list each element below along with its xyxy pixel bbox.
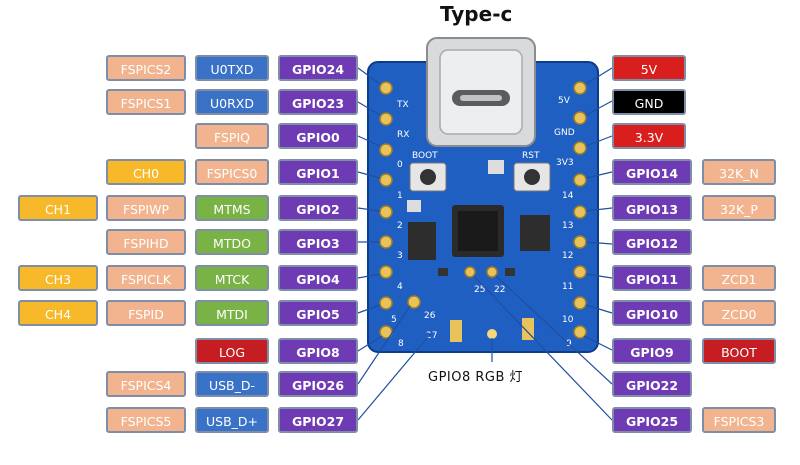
left-func2-label: MTDO — [195, 229, 269, 255]
left-func3-label: FSPID — [106, 300, 186, 326]
left-func3-label: FSPICS4 — [106, 371, 186, 397]
left-func3-label: FSPICS5 — [106, 407, 186, 433]
right-func-label: BOOT — [702, 338, 776, 364]
silk-1: 1 — [397, 191, 403, 201]
right-gpio-label: GPIO9 — [612, 338, 692, 364]
silk-4: 4 — [397, 282, 403, 292]
right-gpio-label: GPIO13 — [612, 195, 692, 221]
silk-3: 3 — [397, 251, 403, 261]
silk-26: 26 — [424, 311, 436, 321]
right-gpio-label: GPIO25 — [612, 407, 692, 433]
left-func2-label: U0RXD — [195, 89, 269, 115]
left-gpio-label: GPIO3 — [278, 229, 358, 255]
rgb-led-note: GPIO8 RGB 灯 — [428, 370, 524, 385]
silk-rst: RST — [522, 151, 540, 161]
silk-12: 12 — [562, 251, 573, 261]
silk-25: 25 — [474, 285, 485, 295]
left-adc-label: CH3 — [18, 265, 98, 291]
left-func2-label: U0TXD — [195, 55, 269, 81]
left-adc-label: CH0 — [106, 159, 186, 185]
right-func-label: FSPICS3 — [702, 407, 776, 433]
left-func3-label: FSPICS1 — [106, 89, 186, 115]
right-power-label: 5V — [612, 55, 686, 81]
left-func3-label: FSPIWP — [106, 195, 186, 221]
left-gpio-label: GPIO23 — [278, 89, 358, 115]
left-adc-label: CH1 — [18, 195, 98, 221]
right-power-label: 3.3V — [612, 123, 686, 149]
silk-5v: 5V — [558, 96, 571, 106]
left-func2-label: LOG — [195, 338, 269, 364]
right-func-label: 32K_N — [702, 159, 776, 185]
left-func2-label: MTCK — [195, 265, 269, 291]
left-gpio-label: GPIO4 — [278, 265, 358, 291]
type-c-title: Type-c — [440, 2, 513, 26]
silk-tx: TX — [396, 100, 409, 110]
silk-11: 11 — [562, 282, 573, 292]
left-gpio-label: GPIO2 — [278, 195, 358, 221]
left-gpio-label: GPIO8 — [278, 338, 358, 364]
left-adc-label: CH4 — [18, 300, 98, 326]
right-func-label: ZCD1 — [702, 265, 776, 291]
right-gpio-label: GPIO11 — [612, 265, 692, 291]
left-gpio-label: GPIO26 — [278, 371, 358, 397]
silk-rx: RX — [397, 130, 409, 140]
left-gpio-label: GPIO24 — [278, 55, 358, 81]
right-func-label: 32K_P — [702, 195, 776, 221]
left-func2-label: FSPICS0 — [195, 159, 269, 185]
left-gpio-label: GPIO5 — [278, 300, 358, 326]
right-gpio-label: GPIO14 — [612, 159, 692, 185]
silk-10: 10 — [562, 315, 574, 325]
silk-5: 5 — [391, 315, 397, 325]
right-gpio-label: GPIO10 — [612, 300, 692, 326]
left-gpio-label: GPIO0 — [278, 123, 358, 149]
left-func2-label: MTDI — [195, 300, 269, 326]
silk-boot: BOOT — [412, 151, 438, 161]
right-gpio-label: GPIO12 — [612, 229, 692, 255]
left-gpio-label: GPIO1 — [278, 159, 358, 185]
silk-27: 27 — [426, 331, 437, 341]
right-func-label: ZCD0 — [702, 300, 776, 326]
silk-14: 14 — [562, 191, 574, 201]
left-func2-label: USB_D- — [195, 371, 269, 397]
silk-2: 2 — [397, 221, 403, 231]
silk-13: 13 — [562, 221, 573, 231]
left-func2-label: MTMS — [195, 195, 269, 221]
silk-8: 8 — [398, 339, 404, 349]
silk-0: 0 — [397, 160, 403, 170]
left-func2-label: FSPIQ — [195, 123, 269, 149]
right-power-label: GND — [612, 89, 686, 115]
silk-22: 22 — [494, 285, 505, 295]
left-gpio-label: GPIO27 — [278, 407, 358, 433]
left-func2-label: USB_D+ — [195, 407, 269, 433]
left-func3-label: FSPICLK — [106, 265, 186, 291]
silk-gnd: GND — [554, 128, 575, 138]
left-func3-label: FSPIHD — [106, 229, 186, 255]
right-gpio-label: GPIO22 — [612, 371, 692, 397]
left-func3-label: FSPICS2 — [106, 55, 186, 81]
silk-3v3: 3V3 — [556, 158, 574, 168]
